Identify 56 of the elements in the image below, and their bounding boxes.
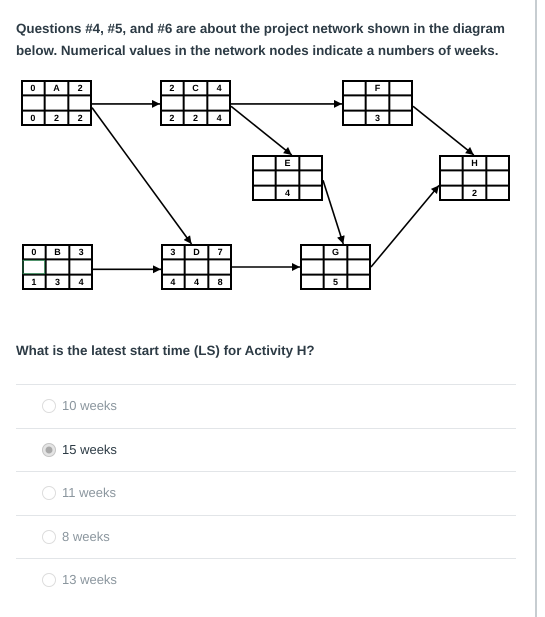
instructions-text: Questions #4, #5, and #6 are about the project network shown in the diagram below. Numerical values in the network nodes indicate a numbers of weeks. [16,20,506,60]
activity-node [22,244,93,290]
time-value: 2 [169,82,174,93]
time-value: 2 [78,113,83,124]
time-value: 7 [218,246,223,257]
time-value: 3 [78,246,84,257]
time-value: 3 [170,246,176,257]
answer-option-text: 13 weeks [62,572,117,588]
time-value: 2 [472,188,477,198]
time-value: 8 [218,277,223,288]
arrow [231,100,342,108]
time-value: 4 [194,277,199,288]
arrow [230,106,292,156]
activity-letter: F [374,82,380,93]
time-value: 0 [30,113,36,124]
time-value: 4 [170,277,176,288]
activity-node [160,80,231,126]
arrow [92,100,160,108]
activity-node [161,244,232,290]
answer-option-text: 10 weeks [62,398,117,414]
activity-node [300,244,371,290]
activity-letter: A [53,82,60,93]
answer-option-text: 11 weeks [62,485,116,501]
time-value: 4 [216,113,222,124]
activity-node [342,80,413,126]
time-value: 4 [284,188,290,198]
activity-letter: H [471,158,478,168]
time-value: 2 [192,113,198,124]
arrow [91,107,192,244]
activity-letter: D [193,246,200,257]
arrow [412,106,474,156]
answer-option-text: 8 weeks [62,528,110,544]
time-value: 0 [30,82,36,93]
question-text: What is the latest start time (LS) for Activity H? [16,342,315,360]
time-value: 0 [31,246,36,257]
activity-node [21,80,92,126]
activity-node [252,155,323,201]
time-value: 1 [31,277,36,288]
arrow [93,265,161,274]
activity-node [439,155,510,201]
activity-letter: B [54,246,61,257]
time-value: 5 [332,277,338,288]
arrow [370,184,440,268]
time-value: 4 [216,82,222,93]
answer-option-text: 15 weeks [62,442,117,458]
arrow [232,263,300,271]
time-value: 4 [78,277,84,288]
activity-letter: G [332,246,339,257]
time-value: 2 [54,113,59,124]
time-value: 3 [374,113,380,124]
activity-letter: C [192,82,199,93]
arrow [322,180,345,244]
time-value: 2 [78,82,83,93]
activity-letter: E [284,158,290,168]
time-value: 3 [54,277,60,288]
time-value: 2 [169,113,174,124]
